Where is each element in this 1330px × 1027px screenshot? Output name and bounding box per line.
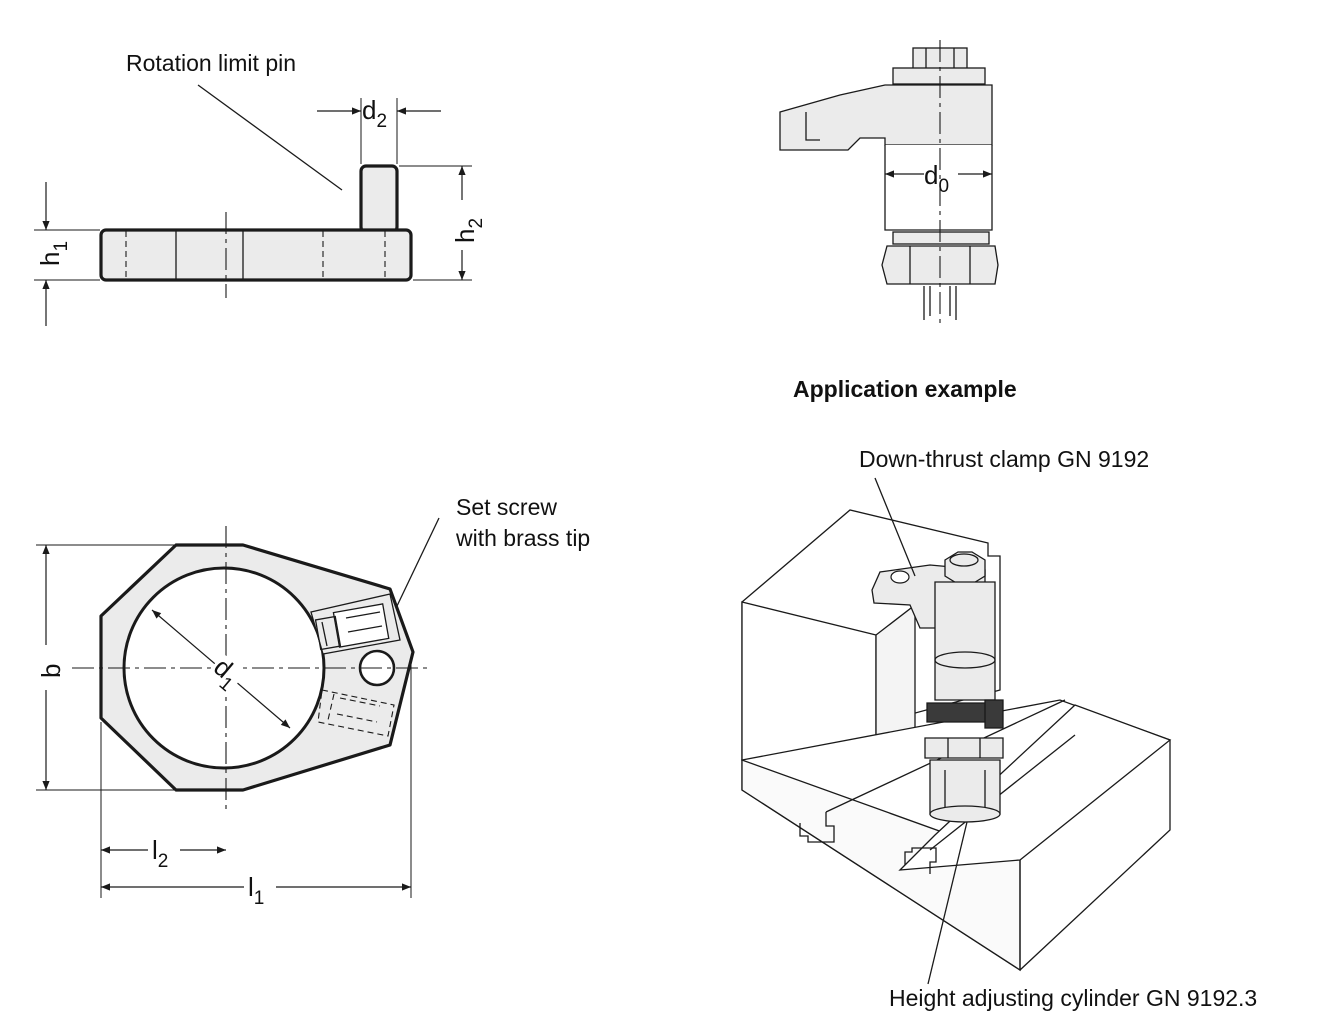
top-view: d1 Set screw with brass tip b l2 l1 (36, 494, 590, 909)
dim-d0-label: d0 (924, 160, 949, 197)
height-adjusting-cylinder-label: Height adjusting cylinder GN 9192.3 (889, 985, 1257, 1011)
dim-l1-label: l1 (248, 872, 264, 909)
down-thrust-clamp-label: Down-thrust clamp GN 9192 (859, 446, 1149, 472)
dim-h2-label: h2 (450, 218, 487, 243)
dim-h1-label: h1 (35, 241, 72, 266)
application-illustration: Down-thrust clamp GN 9192 Height adjusti… (741, 446, 1257, 1011)
rotation-limit-pin-label: Rotation limit pin (126, 50, 296, 76)
dim-l2-label: l2 (152, 835, 168, 872)
set-screw-label-line2: with brass tip (455, 525, 590, 551)
ring-side-body (99, 228, 413, 282)
side-view: Rotation limit pin d2 h1 h2 (34, 50, 487, 326)
application-example-title: Application example (793, 376, 1017, 402)
dim-d2-label: d2 (362, 95, 387, 132)
dim-d1-label: d1 (204, 652, 247, 696)
rotation-limit-pin-shape (359, 164, 399, 234)
set-screw-label-line1: Set screw (456, 494, 557, 520)
clamp-view: d0 (779, 40, 999, 325)
dim-b-label: b (36, 664, 66, 678)
